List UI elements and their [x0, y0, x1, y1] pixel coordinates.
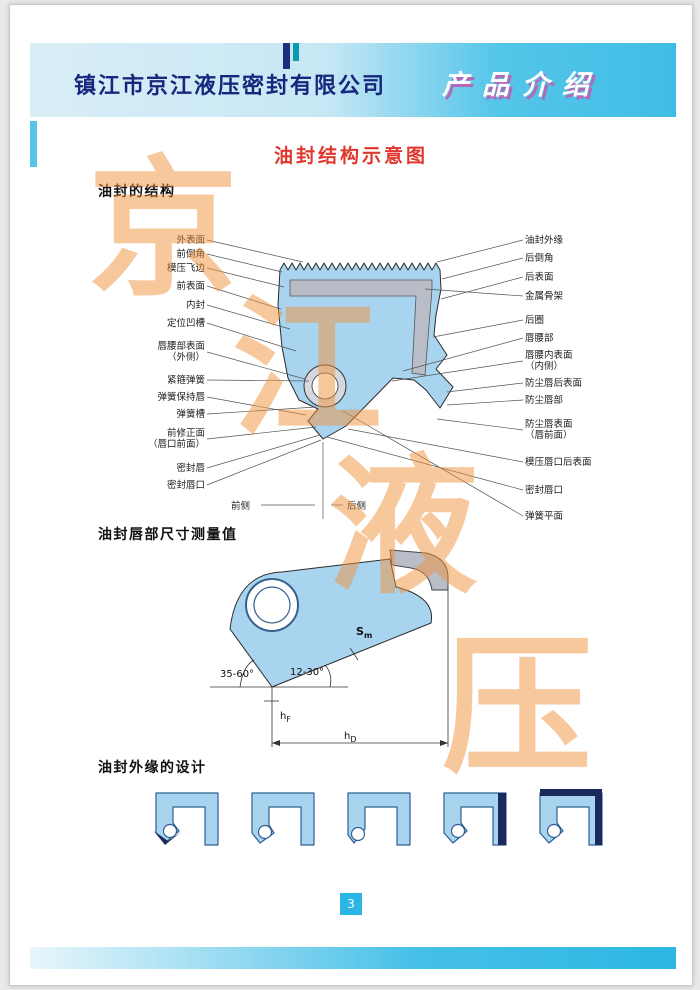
seal-label-left: 唇腰部表面 （外侧）	[157, 341, 205, 363]
seal-label-right: 防尘唇后表面	[525, 378, 583, 389]
seal-label-right: 模压唇口后表面	[525, 457, 592, 468]
header-accent-bar-teal	[293, 43, 299, 61]
seal-label-right: 后表面	[525, 272, 554, 283]
hd-arrow-right	[440, 740, 448, 746]
seal-label-left: 外表面	[176, 235, 205, 246]
seal-label-left: 内封	[185, 300, 205, 311]
rear-side-label: 后侧	[347, 501, 367, 512]
seal-structure-diagram: 外表面 前倒角 模压飞边 前表面 内封 定位凹槽 唇腰部表面 （外侧） 紧箍弹簧…	[85, 229, 641, 539]
angle-arc-left	[239, 659, 255, 688]
seal-label-left: 紧箍弹簧	[166, 375, 205, 386]
seal-label-left: 密封唇口	[166, 480, 205, 491]
lip-dimension-diagram: 35-60° 12-30° Sm hF hD	[180, 543, 480, 758]
seal-label-left: 弹簧槽	[176, 409, 205, 420]
structure-section-title: 油封的结构	[98, 184, 176, 200]
edge-profile-4	[443, 792, 507, 846]
header-banner: 镇江市京江液压密封有限公司 产品介绍	[30, 43, 676, 117]
seal-label-left: 密封唇	[176, 463, 205, 474]
edge-section-title: 油封外缘的设计	[98, 760, 207, 776]
metal-insert	[289, 279, 433, 376]
sm-label: Sm	[356, 625, 372, 640]
seal-label-right: 金属骨架	[525, 291, 564, 302]
seal-label-right: 防尘唇部	[525, 395, 564, 406]
seal-label-right: 后圈	[525, 315, 545, 326]
header-section-title: 产品介绍	[442, 70, 602, 101]
angle-arc-right	[324, 664, 332, 688]
edge-profile-3	[347, 792, 411, 846]
leader-lines-right	[326, 239, 524, 517]
hd-label: hD	[344, 731, 357, 744]
page-number-badge: 3	[340, 893, 362, 915]
lip-section-title: 油封唇部尺寸测量值	[98, 527, 238, 543]
sm-tick	[349, 647, 359, 661]
hf-label: hF	[280, 711, 291, 724]
seal-label-right: 密封唇口	[525, 485, 564, 496]
seal-label-right: 后倒角	[525, 253, 554, 264]
seal-label-right: 防尘唇表面 （唇前面）	[525, 419, 573, 441]
left-accent-strip	[30, 121, 37, 167]
outer-edge-profiles	[148, 781, 612, 863]
lip-spring-inner	[253, 586, 291, 624]
seal-label-left: 模压飞边	[166, 263, 205, 274]
edge-profile-1	[154, 792, 219, 846]
lip-metal	[389, 549, 449, 591]
seal-label-right: 唇腰内表面 （内侧）	[525, 350, 573, 372]
seal-label-left: 定位凹槽	[166, 318, 205, 329]
leader-lines-left	[206, 239, 322, 486]
garter-spring-inner	[311, 372, 339, 400]
page-title: 油封结构示意图	[273, 145, 428, 167]
seal-label-right: 弹簧平面	[525, 511, 564, 522]
angle-left-label: 35-60°	[220, 669, 254, 680]
header-accent-bar-navy	[283, 43, 290, 69]
seal-label-left: 弹簧保持唇	[157, 392, 205, 403]
lip-dimension-svg: 35-60° 12-30° Sm hF hD	[210, 549, 449, 747]
edge-profile-2	[251, 792, 315, 846]
seal-structure-svg	[206, 239, 524, 519]
seal-label-left: 前表面	[176, 281, 205, 292]
document-page: 镇江市京江液压密封有限公司 产品介绍 油封结构示意图 油封的结构	[9, 4, 693, 986]
edge-profile-5	[539, 789, 603, 846]
footer-banner	[30, 947, 676, 969]
seal-label-right: 唇腰部	[525, 333, 554, 344]
hd-arrow-left	[272, 740, 280, 746]
seal-label-right: 油封外缘	[525, 235, 564, 246]
company-name: 镇江市京江液压密封有限公司	[74, 73, 387, 99]
angle-right-label: 12-30°	[290, 667, 324, 678]
front-side-label: 前侧	[231, 501, 251, 512]
seal-label-left: 前倒角	[176, 249, 205, 260]
seal-label-left: 前修正面 （唇口前面）	[147, 428, 205, 450]
